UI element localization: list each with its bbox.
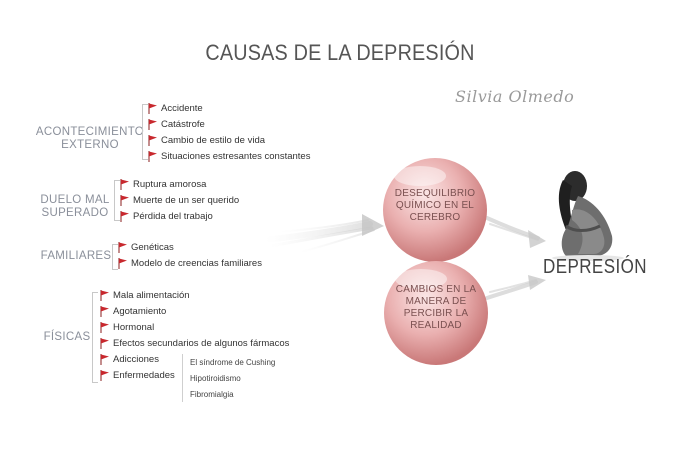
flag-icon xyxy=(100,322,109,333)
list-item: Ruptura amorosa xyxy=(120,179,206,191)
list-item: Situaciones estresantes constantes xyxy=(148,151,310,163)
category-label-acontecimiento: ACONTECIMIENTO EXTERNO xyxy=(34,126,146,152)
sphere-2 xyxy=(384,261,488,365)
list-item: Efectos secundarios de algunos fármacos xyxy=(100,338,289,350)
bracket xyxy=(112,244,118,270)
result-label: DEPRESIÓN xyxy=(543,256,647,278)
page-title: CAUSAS DE LA DEPRESIÓN xyxy=(205,40,475,65)
category-label-duelo: DUELO MAL SUPERADO xyxy=(40,194,110,220)
list-item: Catástrofe xyxy=(148,119,205,131)
divider xyxy=(182,354,183,402)
flag-icon xyxy=(100,306,109,317)
list-item: Pérdida del trabajo xyxy=(120,211,213,223)
category-line: FAMILIARES xyxy=(40,250,112,262)
category-line: FÍSICAS xyxy=(43,331,91,343)
flag-icon xyxy=(148,151,157,162)
list-item: Modelo de creencias familiares xyxy=(118,258,262,270)
sphere-line: MANERA DE xyxy=(405,296,467,307)
sub-list-item: Fibromialgia xyxy=(190,390,234,399)
list-item: Mala alimentación xyxy=(100,290,190,302)
sphere-line: CAMBIOS EN LA xyxy=(395,284,477,295)
arrow-head-2 xyxy=(528,230,546,248)
flag-icon xyxy=(118,258,127,269)
arrow-head-3 xyxy=(528,275,546,290)
category-line: EXTERNO xyxy=(61,139,119,151)
arrow-to-sphere-1 xyxy=(262,219,375,253)
category-line: DUELO MAL xyxy=(40,194,110,206)
flag-icon xyxy=(100,290,109,301)
list-item: Adicciones xyxy=(100,354,159,366)
flag-icon xyxy=(100,370,109,381)
sub-list-item: Hipotiroidismo xyxy=(190,374,241,383)
list-item: Agotamiento xyxy=(100,306,166,318)
flag-icon xyxy=(100,338,109,349)
list-item: Hormonal xyxy=(100,322,154,334)
author-signature: Silvia Olmedo xyxy=(455,87,575,106)
flag-icon xyxy=(148,103,157,114)
flag-icon xyxy=(120,211,129,222)
category-line: ACONTECIMIENTO xyxy=(35,126,145,138)
category-label-familiares: FAMILIARES xyxy=(40,250,112,263)
flag-icon xyxy=(100,354,109,365)
bracket xyxy=(142,104,148,160)
bracket xyxy=(92,292,98,383)
category-line: SUPERADO xyxy=(41,207,109,219)
sphere-line: CEREBRO xyxy=(409,212,461,223)
bracket xyxy=(114,180,120,221)
sitting-person-icon xyxy=(552,171,624,261)
flag-icon xyxy=(120,179,129,190)
sphere-line: PERCIBIR LA xyxy=(403,308,469,319)
arrow-to-depresion-2 xyxy=(485,279,538,300)
sphere-line: DESEQUILIBRIO xyxy=(394,188,476,199)
category-label-fisicas: FÍSICAS xyxy=(42,331,92,344)
sphere-1 xyxy=(383,158,487,262)
list-item: Cambio de estilo de vida xyxy=(148,135,265,147)
sphere-2-label: CAMBIOS EN LA MANERA DE PERCIBIR LA REAL… xyxy=(381,284,491,332)
sphere-1-label: DESEQUILIBRIO QUÍMICO EN EL CEREBRO xyxy=(380,188,490,224)
flag-icon xyxy=(148,119,157,130)
flag-icon xyxy=(118,242,127,253)
flag-icon xyxy=(148,135,157,146)
list-item: Accidente xyxy=(148,103,203,115)
arrow-head-1 xyxy=(362,214,384,236)
flag-icon xyxy=(120,195,129,206)
sub-list-item: El síndrome de Cushing xyxy=(190,358,276,367)
list-item: Muerte de un ser querido xyxy=(120,195,239,207)
sphere-line: QUÍMICO EN EL xyxy=(395,200,475,211)
list-item: Genéticas xyxy=(118,242,174,254)
sphere-line: REALIDAD xyxy=(410,320,462,331)
list-item: Enfermedades xyxy=(100,370,175,382)
